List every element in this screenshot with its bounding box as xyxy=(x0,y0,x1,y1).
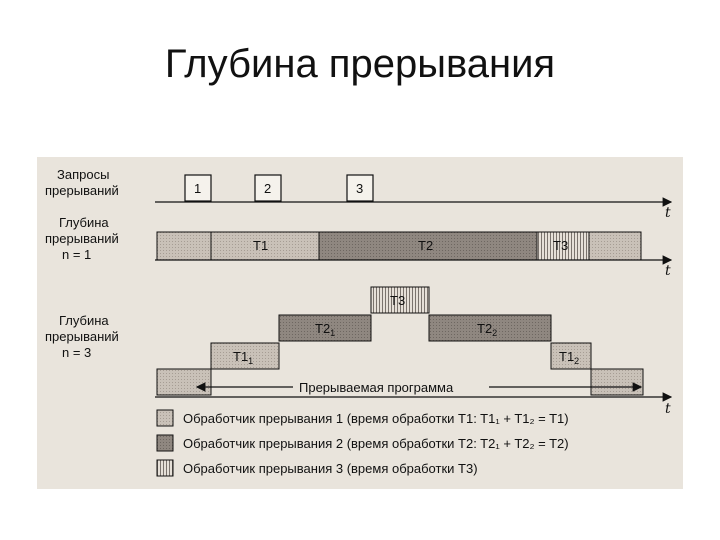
axis-n1-t-label: t xyxy=(665,263,671,279)
n1-program-start xyxy=(156,231,212,261)
interrupted-program-label: Прерываемая программа xyxy=(299,380,454,395)
legend-swatch-3 xyxy=(156,459,174,477)
axis-requests-t-label: t xyxy=(665,205,671,221)
request-pulse-1 xyxy=(184,174,212,202)
n3-handler-3-label: T3 xyxy=(390,293,405,308)
row-label-depth3-line2: прерываний xyxy=(45,329,119,344)
n3-handler-1-part2 xyxy=(550,342,592,370)
n3-handler-1-part2-label: T12 xyxy=(559,349,579,366)
n3-handler-2-part1-label: T21 xyxy=(315,321,335,338)
request-pulse-3-label: 3 xyxy=(356,181,363,196)
interrupt-depth-diagram: Запросы прерываний Глубина прерываний n … xyxy=(37,157,683,489)
legend-item-3: Обработчик прерывания 3 (время обработки… xyxy=(183,461,478,476)
request-pulse-2-label: 2 xyxy=(264,181,271,196)
n3-handler-2-part2-label: T22 xyxy=(477,321,497,338)
slide-title: Глубина прерывания xyxy=(164,42,556,86)
request-pulse-3 xyxy=(346,174,374,202)
row-label-depth3-line1: Глубина xyxy=(59,313,109,328)
request-pulses: 1 2 3 xyxy=(184,174,374,202)
row-label-depth3-line3: n = 3 xyxy=(62,345,91,360)
request-pulse-1-label: 1 xyxy=(194,181,201,196)
legend-swatch-1 xyxy=(156,409,174,427)
timeline-n3: T11 T21 T3 T22 T12 xyxy=(156,286,644,396)
axis-n3-t-label: t xyxy=(665,401,671,417)
n3-program-end xyxy=(590,368,644,396)
n3-program-start xyxy=(156,368,212,396)
n3-handler-2-part1 xyxy=(278,314,372,342)
row-label-requests-line1: Запросы xyxy=(57,167,109,182)
n1-program-end xyxy=(588,231,642,261)
row-label-depth1-line1: Глубина xyxy=(59,215,109,230)
legend: Обработчик прерывания 1 (время обработки… xyxy=(156,409,569,477)
row-label-requests-line2: прерываний xyxy=(45,183,119,198)
n1-handler-1-label: T1 xyxy=(253,238,268,253)
n3-handler-2-part2 xyxy=(428,314,552,342)
row-label-depth3: Глубина прерываний n = 3 xyxy=(45,313,119,360)
legend-swatch-2 xyxy=(156,434,174,452)
request-pulse-2 xyxy=(254,174,282,202)
n3-handler-3 xyxy=(370,286,430,314)
legend-item-2: Обработчик прерывания 2 (время обработки… xyxy=(183,436,569,451)
row-label-depth1-line2: прерываний xyxy=(45,231,119,246)
n1-handler-3-label: T3 xyxy=(553,238,568,253)
timeline-n1: T1 T2 T3 xyxy=(156,231,642,261)
row-label-requests: Запросы прерываний xyxy=(45,167,119,198)
row-label-depth1-line3: n = 1 xyxy=(62,247,91,262)
n1-handler-2-label: T2 xyxy=(418,238,433,253)
n3-handler-1-part1-label: T11 xyxy=(233,349,253,366)
legend-item-1: Обработчик прерывания 1 (время обработки… xyxy=(183,411,569,426)
row-label-depth1: Глубина прерываний n = 1 xyxy=(45,215,119,262)
n3-handler-1-part1 xyxy=(210,342,280,370)
interrupted-program-label-bg xyxy=(293,379,489,395)
